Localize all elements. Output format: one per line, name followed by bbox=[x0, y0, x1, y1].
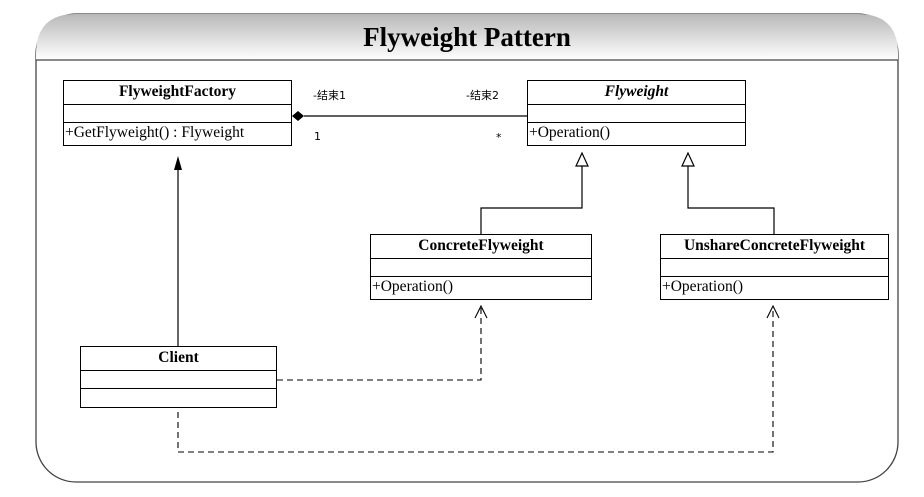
class-name: FlyweightFactory bbox=[64, 81, 291, 105]
class-concrete-flyweight[interactable]: ConcreteFlyweight +Operation() bbox=[370, 234, 592, 300]
generalization-arrowhead-concrete bbox=[575, 151, 589, 167]
class-name: Client bbox=[81, 347, 276, 371]
class-operations bbox=[81, 389, 276, 407]
class-name: ConcreteFlyweight bbox=[371, 235, 591, 259]
class-unshare-concrete-flyweight[interactable]: UnshareConcreteFlyweight +Operation() bbox=[660, 234, 889, 300]
class-attributes bbox=[64, 105, 291, 123]
title-band bbox=[36, 14, 898, 60]
class-flyweight[interactable]: Flyweight +Operation() bbox=[527, 80, 746, 146]
class-attributes bbox=[81, 371, 276, 389]
class-attributes bbox=[528, 105, 745, 123]
diagram-title: Flyweight Pattern bbox=[363, 21, 571, 52]
generalization-unshared bbox=[687, 166, 775, 235]
generalization-arrowhead-unshared bbox=[681, 151, 695, 167]
association-end2-role: -结束2 bbox=[466, 89, 499, 102]
dependency-arrowhead-concrete bbox=[474, 304, 488, 319]
dependency-client-unshared bbox=[177, 308, 774, 453]
association-end1-role: -结束1 bbox=[313, 89, 346, 102]
class-operation: +Operation() bbox=[529, 124, 611, 141]
class-operation: +Operation() bbox=[372, 278, 454, 295]
class-name: UnshareConcreteFlyweight bbox=[661, 235, 888, 259]
composition-diamond bbox=[292, 111, 304, 121]
client-factory-arrowhead bbox=[174, 156, 182, 170]
class-operation: +Operation() bbox=[662, 278, 744, 295]
dependency-client-concrete bbox=[277, 308, 482, 381]
generalization-concrete bbox=[480, 166, 583, 235]
class-name: Flyweight bbox=[528, 81, 745, 105]
class-operation: +GetFlyweight() : Flyweight bbox=[65, 124, 245, 141]
class-flyweight-factory[interactable]: FlyweightFactory +GetFlyweight() : Flywe… bbox=[63, 80, 292, 146]
association-end2-multiplicity: * bbox=[496, 131, 502, 144]
association-end1-multiplicity: 1 bbox=[314, 130, 321, 143]
class-attributes bbox=[661, 259, 888, 277]
class-attributes bbox=[371, 259, 591, 277]
dependency-arrowhead-unshared bbox=[766, 304, 780, 319]
class-client[interactable]: Client bbox=[80, 346, 277, 408]
